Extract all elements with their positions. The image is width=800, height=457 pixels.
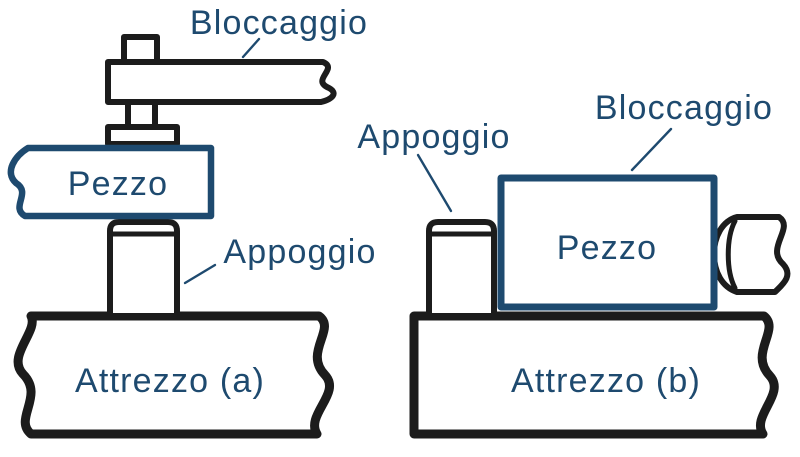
support-pin-b-shape <box>426 219 497 316</box>
workpiece-a-shape <box>7 144 215 220</box>
support-a-leader-line <box>183 263 217 285</box>
clamp-foot-pad-a <box>105 124 180 147</box>
fixture-base-a-label: Attrezzo (a) <box>75 362 265 400</box>
clamp-a-leader-line <box>241 37 261 59</box>
side-clamp-b-shape <box>711 214 791 295</box>
support-pin-a-shape <box>107 219 180 316</box>
support-b-callout-label: Appoggio <box>357 118 510 156</box>
clamp-a-callout-label: Bloccaggio <box>190 4 368 42</box>
clamp-b-leader-line <box>630 127 673 172</box>
figure-a: Pezzo Attrezzo (a) Bloccaggio Appoggio <box>7 4 376 439</box>
side-clamp-b-end-arcline <box>725 218 738 291</box>
workpiece-a-label: Pezzo <box>68 165 169 203</box>
clamp-arm-a-shape <box>105 59 337 105</box>
clamp-b-callout-label: Bloccaggio <box>595 89 773 127</box>
fixture-base-b-shape <box>409 311 779 439</box>
fixture-base-a-shape <box>13 311 334 439</box>
support-a-callout-label: Appoggio <box>223 233 376 271</box>
figure-b: Pezzo Attrezzo (b) Appoggio Bloccaggio <box>357 89 791 439</box>
fixture-base-b-label: Attrezzo (b) <box>511 362 701 400</box>
workpiece-b-shape <box>497 174 718 311</box>
support-b-leader-line <box>416 153 453 213</box>
workpiece-b-label: Pezzo <box>557 229 658 267</box>
